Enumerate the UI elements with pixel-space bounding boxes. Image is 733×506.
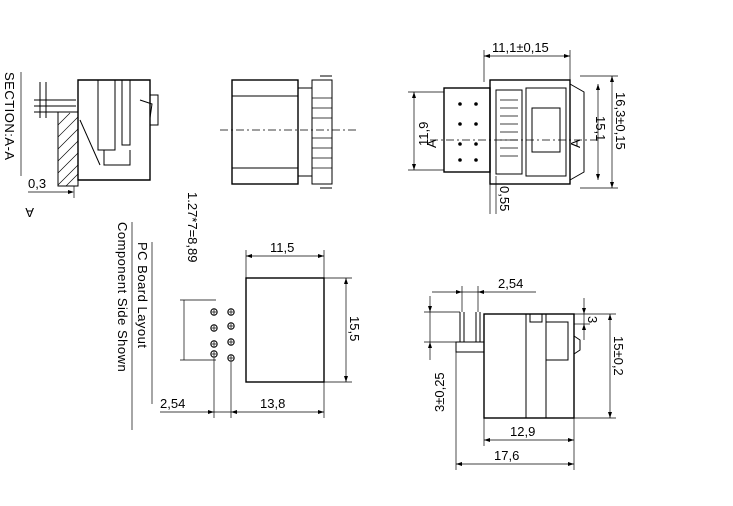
arrowhead — [456, 462, 462, 466]
arrowhead — [412, 92, 416, 98]
section-slot — [97, 80, 116, 151]
arrowhead — [456, 290, 462, 294]
arrowhead — [610, 76, 614, 82]
arrowhead — [318, 254, 324, 258]
arrowhead — [344, 278, 348, 284]
pcb-pad-crosses — [211, 309, 234, 361]
dim-15-1: 15,1 — [593, 116, 608, 141]
side2-latch — [546, 321, 569, 361]
front-window — [531, 107, 561, 153]
front-port — [495, 89, 523, 175]
section-contact — [79, 119, 101, 166]
arrowhead — [484, 54, 490, 58]
arrowhead — [608, 412, 612, 418]
side-front — [311, 79, 333, 185]
dim-15-0-2: 15±0,2 — [611, 336, 626, 376]
arrowhead — [582, 308, 586, 314]
dim-3: 3 — [585, 316, 600, 323]
pcb-footprint — [245, 277, 325, 383]
side2-body — [483, 313, 575, 419]
section-latch-tip — [139, 99, 153, 119]
side2-notch — [529, 313, 543, 323]
pcb-label-line2: Component Side Shown — [115, 222, 130, 372]
arrowhead — [428, 306, 432, 312]
dim-0-55: 0,55 — [497, 186, 512, 211]
arrowhead — [610, 182, 614, 188]
arrowhead — [231, 410, 237, 414]
dim-11-5: 11,5 — [270, 240, 294, 255]
arrowhead — [478, 290, 484, 294]
front-left-block — [443, 87, 491, 173]
arrowhead — [484, 438, 490, 442]
dim-2-54-pcb: 2,54 — [160, 396, 185, 411]
pcb-layout-view: PC Board Layout Component Side Shown 1.2… — [115, 192, 362, 430]
section-view: SECTION:A-A 0,3 A — [2, 72, 159, 220]
front-contacts — [500, 99, 518, 157]
side-fins — [312, 97, 332, 169]
arrowhead — [208, 410, 214, 414]
dim-12-9: 12,9 — [510, 424, 535, 439]
side2-latch-tip — [573, 335, 581, 355]
section-label: SECTION:A-A — [2, 72, 17, 161]
front-view: 11,1±0,15 A A — [408, 40, 628, 214]
arrowhead — [344, 376, 348, 382]
arrowhead — [596, 174, 600, 180]
side-view-top — [220, 75, 356, 189]
dim-0-3: 0,3 — [28, 176, 46, 191]
dim-17-6: 17,6 — [494, 448, 519, 463]
section-hatch — [57, 112, 79, 187]
side2-slot — [525, 313, 547, 419]
pcb-pads — [210, 308, 235, 362]
dim-2-54-side: 2,54 — [498, 276, 523, 291]
side2-standoff — [455, 341, 485, 353]
pitch-formula: 1.27*7=8,89 — [185, 192, 200, 262]
dim-11-9: 11,9 — [416, 122, 431, 146]
front-taper — [569, 83, 585, 181]
arrowhead — [428, 342, 432, 348]
front-pin-dots — [458, 102, 478, 162]
side-step — [297, 87, 313, 177]
arrowhead — [564, 54, 570, 58]
section-step — [103, 150, 131, 166]
arrowhead — [608, 314, 612, 320]
front-main — [489, 79, 571, 185]
section-pin-posts — [39, 82, 47, 118]
arrowhead — [568, 462, 574, 466]
front-inner — [525, 87, 567, 177]
dim-3-0-25: 3±0,25 — [432, 372, 447, 412]
arrowhead — [582, 324, 586, 330]
pcb-label-line1: PC Board Layout — [135, 242, 150, 349]
arrowhead — [412, 164, 416, 170]
arrowhead — [318, 410, 324, 414]
arrowhead — [246, 254, 252, 258]
dim-16-3: 16,3±0,15 — [613, 92, 628, 150]
dim-13-8: 13,8 — [260, 396, 285, 411]
dim-11-1: 11,1±0,15 — [492, 40, 549, 55]
arrowhead — [68, 190, 74, 194]
view-marker-right: A — [568, 139, 583, 148]
dim-15-5: 15,5 — [347, 316, 362, 341]
section-latch — [150, 94, 159, 126]
side2-pins — [459, 312, 481, 342]
section-slot-2 — [121, 80, 131, 146]
arrowhead — [596, 84, 600, 90]
side-view-bottom: 2,54 3±0,25 3 15±0,2 12,9 17,6 — [424, 276, 626, 470]
view-marker-left: A — [424, 139, 439, 148]
section-marker: A — [25, 205, 34, 220]
arrowhead — [568, 438, 574, 442]
